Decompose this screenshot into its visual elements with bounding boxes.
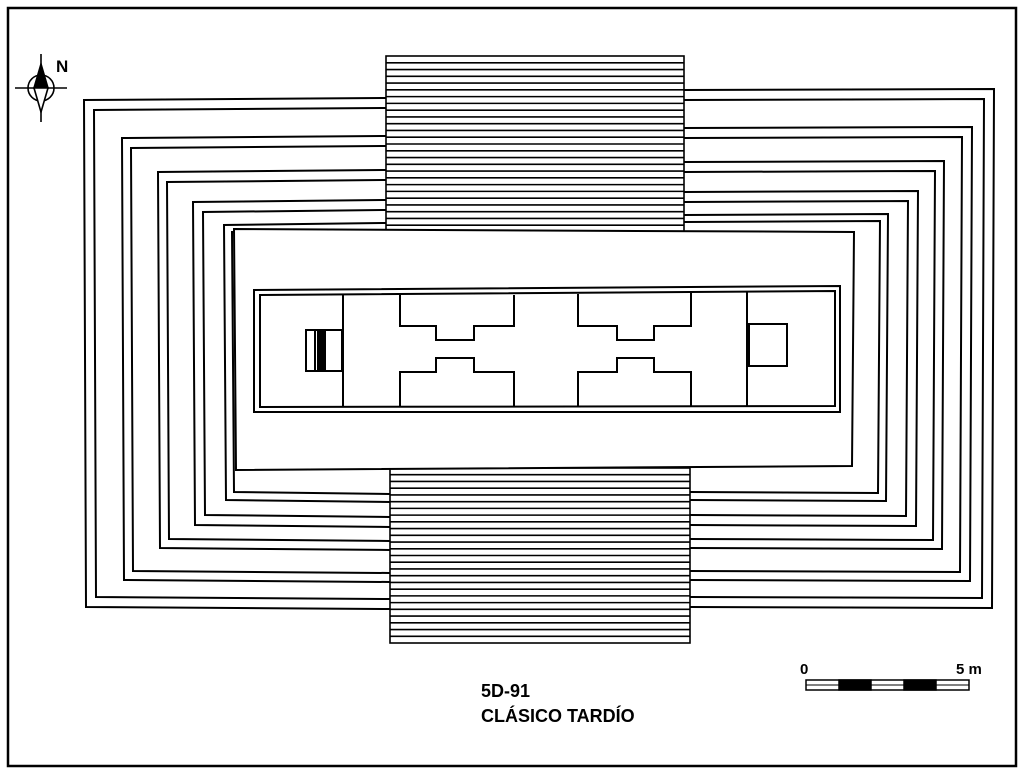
terrace-outline xyxy=(165,169,937,542)
terrace-outline xyxy=(191,189,920,528)
stairways xyxy=(385,55,691,644)
temple-building xyxy=(253,284,841,413)
scale-bar xyxy=(805,679,970,691)
scale-end-label: 5 m xyxy=(956,661,982,678)
terrace-outline xyxy=(222,212,890,503)
terrace-outline xyxy=(82,87,996,610)
terrace-outline xyxy=(201,199,910,518)
terrace-outline xyxy=(156,159,946,551)
north-label: N xyxy=(56,57,68,76)
drawing-frame xyxy=(6,6,1018,768)
terrace-outline xyxy=(120,125,974,583)
terrace-outline xyxy=(92,97,986,600)
platform-terraces xyxy=(82,87,996,610)
structure-name: 5D-91 xyxy=(481,681,530,701)
terrace-outline xyxy=(129,135,964,574)
north-arrow xyxy=(15,54,67,122)
structure-period: CLÁSICO TARDÍO xyxy=(481,705,635,726)
east-altar xyxy=(748,323,788,367)
scale-start-label: 0 xyxy=(800,661,808,678)
